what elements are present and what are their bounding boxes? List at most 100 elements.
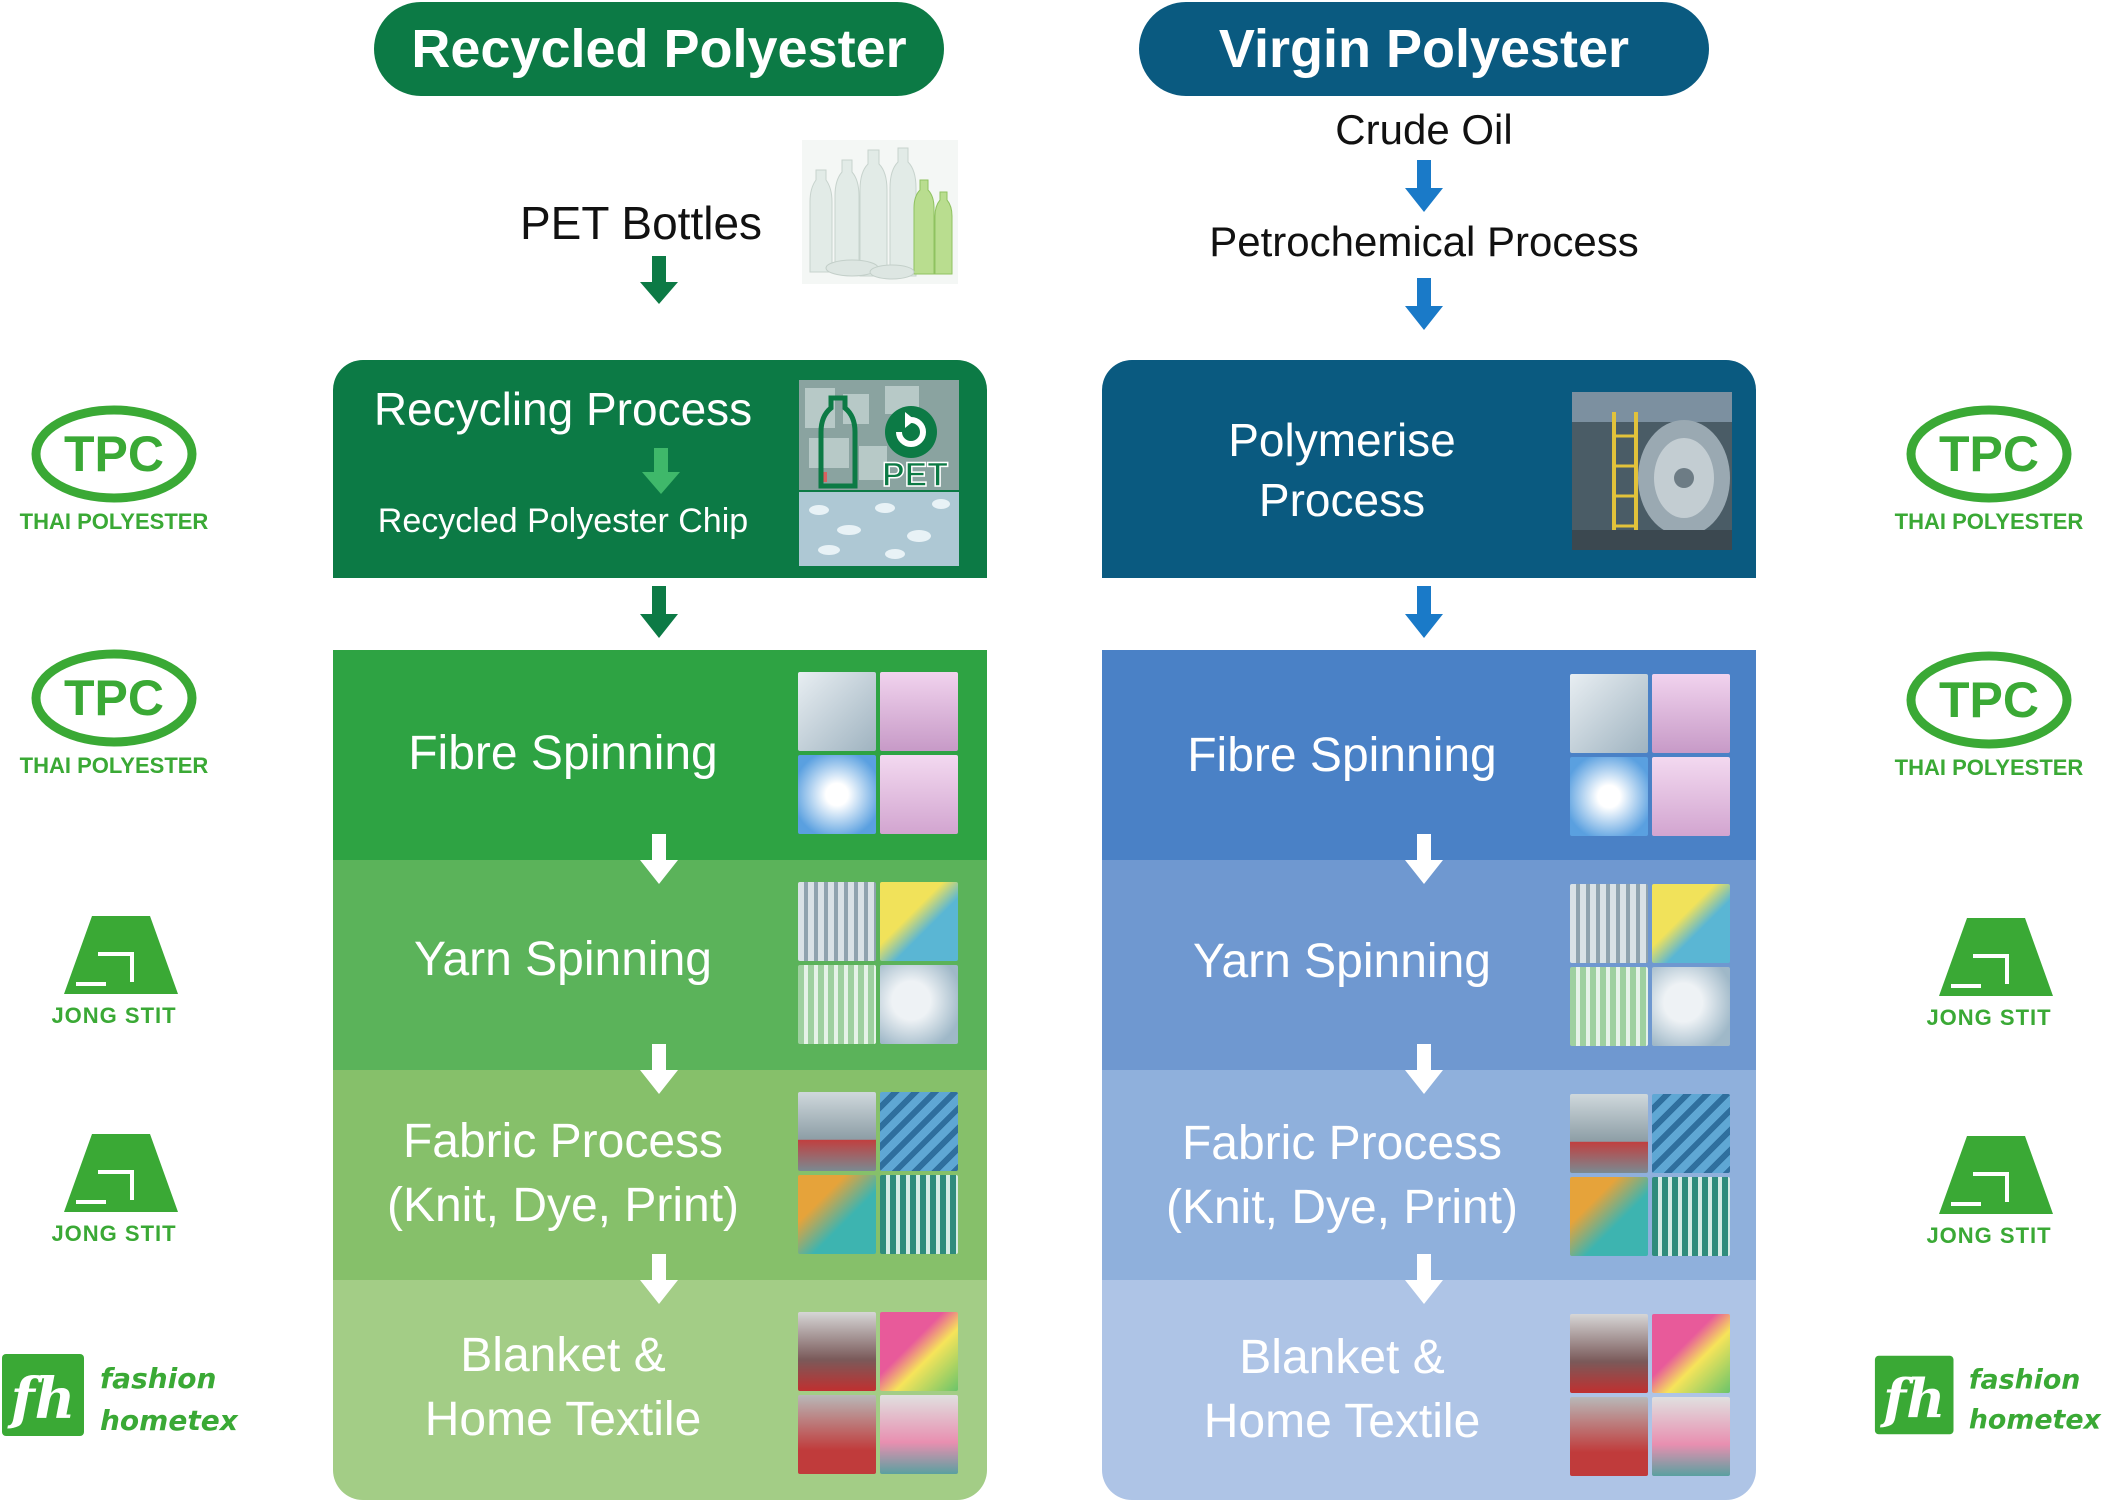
fabric-photo (798, 1092, 876, 1171)
stage-label-line1: Yarn Spinning (414, 933, 712, 986)
jong-stit-logo: JONG STIT (1889, 1132, 2089, 1252)
yarn-thumbnails (1570, 884, 1730, 1046)
home-textile-photo (1570, 1397, 1648, 1476)
yarn-photo (880, 965, 958, 1044)
yarn-photo (1652, 884, 1730, 963)
svg-text:fashion: fashion (1969, 1364, 2081, 1395)
fibre-thumbnails (798, 672, 958, 834)
recycled-stage-stack: Fibre Spinning Yarn Spinning Fabric Proc… (333, 650, 987, 1500)
recycled-polyester-chip-label: Recycled Polyester Chip (377, 502, 749, 540)
tpc-mark-icon: TPC (1906, 651, 2072, 749)
stage-label: Yarn Spinning (1102, 930, 1582, 994)
pet-bottles-label: PET Bottles (520, 197, 763, 249)
svg-text:TPC: TPC (1939, 426, 2039, 482)
down-arrow-icon (642, 448, 680, 494)
fabric-photo (798, 1175, 876, 1254)
petrochemical-process-label: Petrochemical Process (1209, 218, 1639, 265)
home-textile-photo (798, 1395, 876, 1474)
fibre-photo (798, 755, 876, 834)
jong-stit-name: JONG STIT (1926, 1223, 2052, 1248)
down-arrow-icon (1405, 1044, 1443, 1094)
stage-label-line1: Fibre Spinning (1187, 729, 1497, 782)
jong-stit-mark-icon (64, 916, 178, 994)
down-arrow-icon (640, 834, 678, 884)
jong-stit-name: JONG STIT (51, 1003, 177, 1028)
home-textile-photo (1570, 1314, 1648, 1393)
tpc-name: THAI POLYESTER (1894, 755, 2084, 780)
jong-stit-logo: JONG STIT (1889, 914, 2089, 1034)
svg-text:TPC: TPC (64, 670, 164, 726)
down-arrow-icon (1405, 160, 1443, 212)
tpc-mark-icon: TPC (31, 649, 197, 747)
tpc-logo: TPC THAI POLYESTER (1889, 404, 2089, 534)
polymerise-process-box: Polymerise Process (1102, 360, 1756, 578)
fabric-photo (1570, 1094, 1648, 1173)
down-arrow-icon (640, 256, 678, 304)
fashion-hometex-logo: fh fashion hometex (1873, 1352, 2103, 1442)
yarn-photo (1570, 884, 1648, 963)
stage-label: Blanket & Home Textile (1102, 1326, 1582, 1454)
home-textile-photo (880, 1312, 958, 1391)
fibre-photo (1652, 757, 1730, 836)
fibre-photo (880, 672, 958, 751)
stage-label-line2: Home Textile (424, 1393, 702, 1446)
svg-text:hometex: hometex (100, 1404, 239, 1437)
jong-stit-mark-icon (1939, 918, 2053, 996)
fashion-hometex-mark-icon: fh fashion hometex (1874, 1355, 2102, 1436)
fibre-photo (798, 672, 876, 751)
fibre-photo (880, 755, 958, 834)
home-textile-thumbnails (1570, 1314, 1730, 1476)
yarn-photo (798, 965, 876, 1044)
pet-recycling-image: PET (799, 380, 959, 566)
stage-label-line1: Fabric Process (1181, 1117, 1503, 1170)
tpc-name: THAI POLYESTER (19, 509, 209, 534)
recycling-process-box: Recycling Process Recycled Polyester Chi… (333, 360, 987, 578)
home-textile-thumbnails (798, 1312, 958, 1474)
jong-stit-name: JONG STIT (1926, 1005, 2052, 1030)
recycled-title-text: Recycled Polyester (411, 19, 907, 79)
fibre-thumbnails (1570, 674, 1730, 836)
home-textile-photo (1652, 1397, 1730, 1476)
yarn-photo (798, 882, 876, 961)
fibre-photo (1570, 674, 1648, 753)
stage-label: Fibre Spinning (333, 722, 793, 786)
jong-stit-mark-icon (1939, 1136, 2053, 1214)
stage-label-line2: (Knit, Dye, Print) (1165, 1181, 1519, 1234)
down-arrow-icon (640, 1044, 678, 1094)
svg-text:fashion: fashion (100, 1362, 216, 1395)
virgin-polyester-title: Virgin Polyester (1139, 2, 1709, 96)
stage-yarn-spinning: Yarn Spinning (333, 860, 987, 1070)
tpc-mark-icon: TPC (1906, 405, 2072, 503)
stage-label: Yarn Spinning (333, 928, 793, 992)
stage-label-line2: Home Textile (1203, 1395, 1481, 1448)
fashion-hometex-mark-icon: fh fashion hometex (2, 1354, 239, 1437)
svg-text:fh: fh (1879, 1367, 1945, 1430)
home-textile-photo (1652, 1314, 1730, 1393)
fabric-photo (1652, 1177, 1730, 1256)
fibre-photo (1652, 674, 1730, 753)
fabric-thumbnails (798, 1092, 958, 1254)
stage-label: Fabric Process (Knit, Dye, Print) (333, 1110, 793, 1238)
down-arrow-icon (640, 586, 678, 638)
polymerise-line2: Process (1258, 474, 1426, 526)
down-arrow-icon (640, 1254, 678, 1304)
svg-text:TPC: TPC (1939, 672, 2039, 728)
virgin-title-text: Virgin Polyester (1218, 19, 1630, 79)
fibre-photo (1570, 757, 1648, 836)
recycling-process-title: Recycling Process (373, 383, 753, 435)
stage-label: Blanket & Home Textile (333, 1324, 793, 1452)
stage-fibre-spinning: Fibre Spinning (333, 650, 987, 860)
jong-stit-logo: JONG STIT (14, 912, 214, 1032)
home-textile-photo (880, 1395, 958, 1474)
stage-label-line1: Fabric Process (402, 1115, 724, 1168)
down-arrow-icon (1405, 586, 1443, 638)
stage-label-line1: Blanket & (460, 1329, 666, 1382)
polymerise-reactor-image (1572, 392, 1732, 550)
polymerise-line1: Polymerise (1228, 414, 1456, 466)
tpc-logo: TPC THAI POLYESTER (14, 648, 214, 778)
fabric-photo (1570, 1177, 1648, 1256)
yarn-photo (880, 882, 958, 961)
pet-bottles-image (802, 140, 958, 284)
yarn-photo (1652, 967, 1730, 1046)
pet-icon-text: PET (882, 456, 948, 494)
